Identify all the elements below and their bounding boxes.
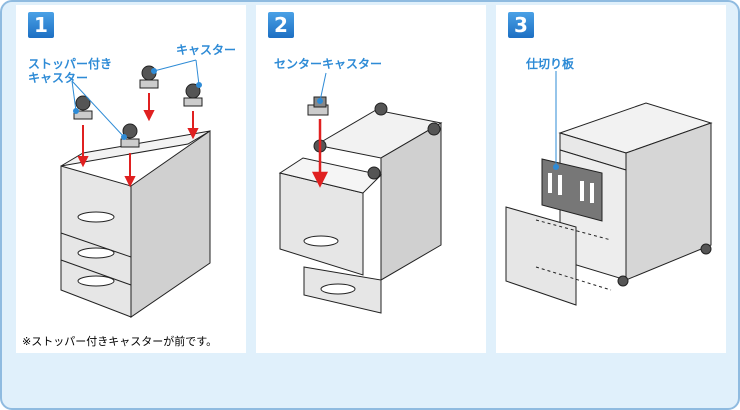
step-3-panel: 3 仕切り板: [496, 5, 726, 353]
caster-icon: [367, 166, 381, 180]
center-caster-label: センターキャスター: [274, 57, 383, 71]
down-arrow: [311, 119, 329, 188]
stopper-caster-label: ストッパー付き キャスター: [28, 57, 113, 85]
down-arrows: [77, 93, 199, 188]
caster-icon: [374, 102, 388, 116]
divider-label: 仕切り板: [526, 57, 575, 71]
leader-lines: [71, 59, 202, 140]
caster-icon: [700, 243, 712, 255]
center-caster-icon: [307, 96, 329, 153]
footnote: ※ストッパー付きキャスターが前です。: [22, 335, 218, 348]
cabinet-illustration: [278, 72, 443, 314]
step-2-panel: 2 センターキャスター: [256, 5, 486, 353]
step-number-badge: 2: [268, 12, 294, 38]
divider-plate-icon: [541, 158, 603, 222]
caster-icon: [427, 122, 441, 136]
step-1-panel: 1: [16, 5, 246, 353]
leader-line: [317, 72, 327, 104]
stopper-caster-icon: [73, 95, 93, 120]
step-number-badge: 3: [508, 12, 534, 38]
caster-label: キャスター: [176, 43, 237, 57]
stopper-caster-icon: [120, 123, 140, 148]
cabinet-illustration: [60, 59, 211, 318]
caster-icon: [617, 275, 629, 287]
caster-icon: [183, 83, 203, 107]
cabinet-illustration: [505, 71, 713, 306]
leader-line: [553, 71, 559, 170]
step-number-badge: 1: [28, 12, 54, 38]
